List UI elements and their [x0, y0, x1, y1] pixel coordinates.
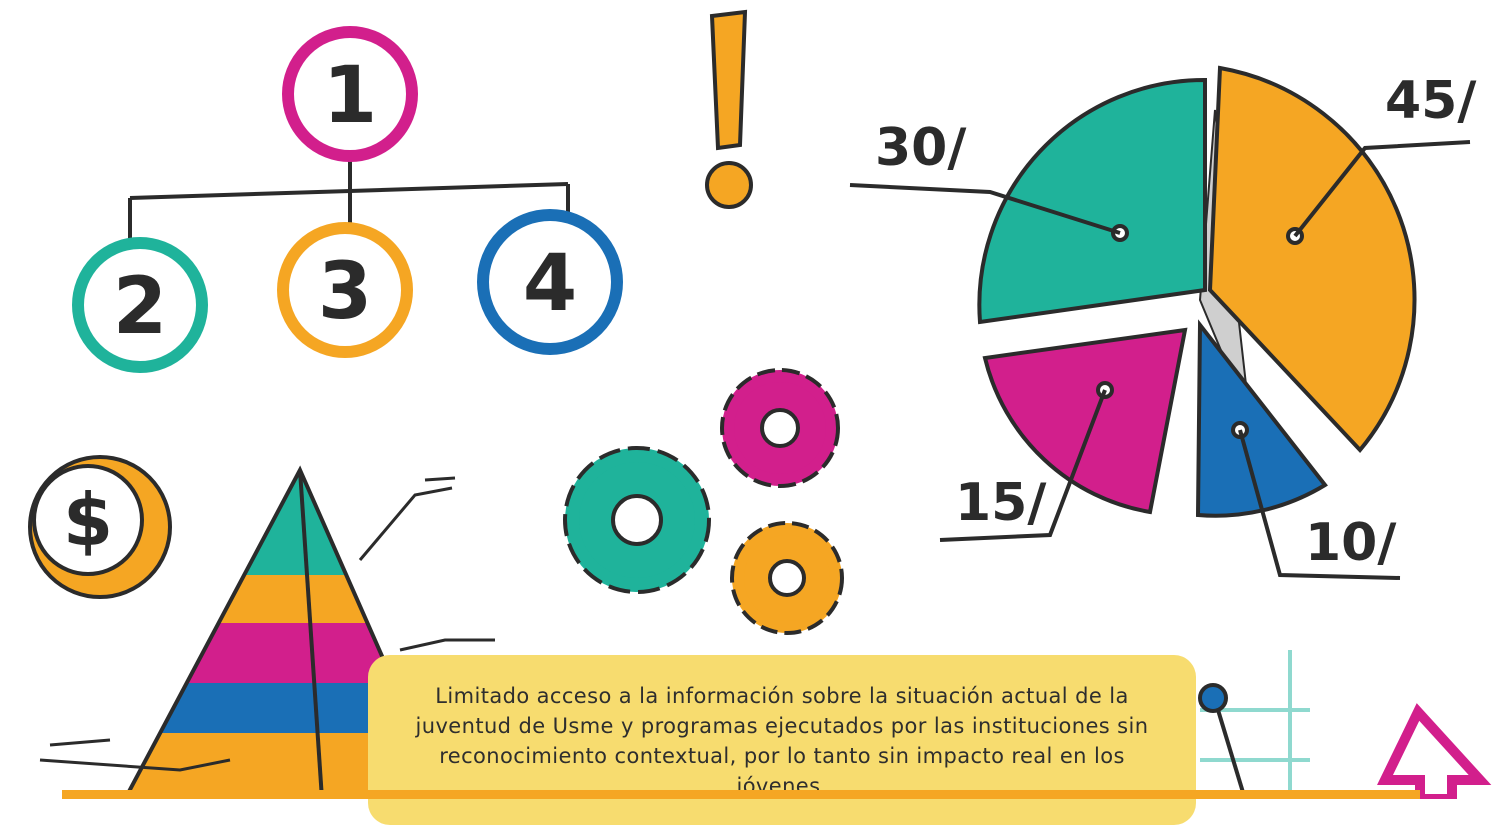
line-graph-icon: [1198, 650, 1310, 799]
pie-slice-orange: [1207, 65, 1417, 454]
exclamation-icon: !: [0, 0, 753, 209]
node-3: 3: [277, 222, 413, 358]
node-4: 4: [477, 209, 623, 355]
pie-label-15: 15/: [955, 473, 1046, 533]
gear-teal-icon: [563, 446, 711, 594]
doodle-illustration: 1 2 3 4 ! $: [0, 0, 1492, 799]
gear-magenta-icon: [720, 368, 840, 488]
node-4-label: 4: [523, 239, 577, 329]
bottom-band: [62, 790, 1420, 799]
pie-label-10: 10/: [1305, 513, 1396, 573]
coin-icon: $: [28, 455, 172, 599]
node-2-label: 2: [113, 262, 167, 352]
pie-chart: 30/ 45/ 15/ 10/: [849, 65, 1476, 580]
node-2: 2: [72, 237, 208, 373]
callout-text: Limitado acceso a la información sobre l…: [415, 684, 1149, 798]
hierarchy-diagram: 1 2 3 4: [72, 26, 623, 373]
pie-label-45: 45/: [1385, 71, 1476, 131]
node-1: 1: [282, 26, 418, 162]
pie-slice-teal: [977, 77, 1207, 325]
gears-icon: [563, 368, 844, 635]
pie-label-30: 30/: [875, 118, 966, 178]
pie-slice-magenta: [982, 327, 1188, 515]
coin-symbol: $: [63, 478, 113, 562]
arrow-up-icon: [1377, 703, 1492, 799]
node-3-label: 3: [318, 247, 372, 337]
callout-box: Limitado acceso a la información sobre l…: [368, 655, 1196, 825]
gear-orange-icon: [730, 521, 844, 635]
exclamation-text: !: [0, 0, 1, 1]
node-1-label: 1: [323, 51, 377, 141]
